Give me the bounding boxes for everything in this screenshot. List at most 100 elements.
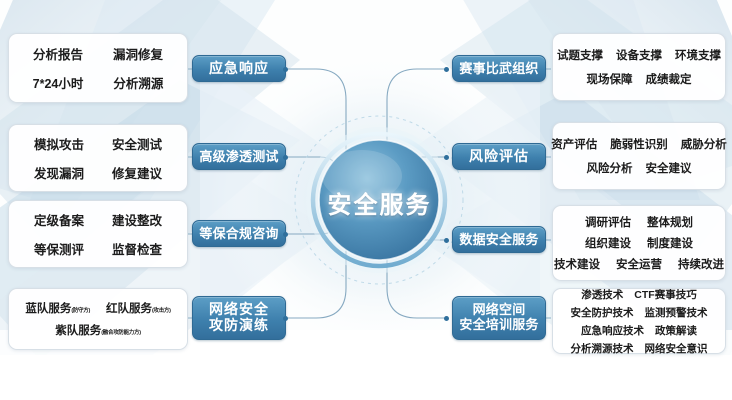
detail-item: 监测预警技术 xyxy=(644,306,708,319)
detail-row: 蓝队服务(防守方) 红队服务(攻击方) xyxy=(25,300,171,316)
connector-dot-left-4 xyxy=(283,315,288,321)
detail-row: 应急响应技术 政策解读 xyxy=(581,323,697,338)
detail-item: 7*24小时 xyxy=(32,77,84,91)
branch-label-emergency-response[interactable]: 应急响应 xyxy=(192,55,286,82)
detail-row: 技术建设 安全运营 持续改进 xyxy=(554,256,724,272)
detail-item: 成绩裁定 xyxy=(645,74,692,86)
detail-item: CTF赛事技巧 xyxy=(634,288,697,301)
detail-item: 红队服务(攻击方) xyxy=(106,303,171,315)
connector-dot-left-2 xyxy=(283,154,288,160)
connector-dot-right-1 xyxy=(444,66,449,72)
detail-row: 试题支撑 设备支撑 环境支撑 xyxy=(557,47,721,63)
detail-item: 紫队服务(融合攻防能力方) xyxy=(55,325,141,337)
branch-label-risk-assessment[interactable]: 风险评估 xyxy=(452,143,546,170)
detail-item: 安全建议 xyxy=(645,163,692,175)
detail-row: 安全防护技术 监测预警技术 xyxy=(571,305,708,320)
detail-item: 环境支撑 xyxy=(675,50,721,62)
curve-right-1 xyxy=(386,68,447,152)
detail-item: 试题支撑 xyxy=(557,50,603,62)
detail-item: 政策解读 xyxy=(655,324,697,337)
detail-item: 技术建设 xyxy=(554,259,600,271)
branch-label-mlps-compliance-consulting[interactable]: 等保合规咨询 xyxy=(192,220,286,247)
detail-item: 修复建议 xyxy=(112,167,163,181)
detail-item: 分析报告 xyxy=(32,48,83,62)
branch-label-text-line2: 攻防演练 xyxy=(209,317,269,333)
branch-label-text-line1: 网络安全 xyxy=(209,301,269,318)
detail-box-attack-defense-drill: 蓝队服务(防守方) 红队服务(攻击方) 紫队服务(融合攻防能力方) xyxy=(8,288,188,350)
detail-item: 网络安全意识 xyxy=(644,342,708,355)
detail-item: 分析溯源技术 xyxy=(570,342,634,355)
branch-label-text: 等保合规咨询 xyxy=(199,225,279,241)
detail-row: 定级备案 建设整改 xyxy=(34,210,162,229)
detail-item: 蓝队服务(防守方) xyxy=(25,303,90,315)
branch-label-advanced-penetration-testing[interactable]: 高级渗透测试 xyxy=(192,143,286,170)
detail-item: 安全测试 xyxy=(112,138,163,152)
detail-item: 组织建设 xyxy=(585,238,631,250)
detail-item: 模拟攻击 xyxy=(33,138,84,152)
detail-item-note: (融合攻防能力方) xyxy=(101,330,141,336)
detail-item-note: (攻击方) xyxy=(152,308,171,314)
connector-dot-right-3 xyxy=(444,237,449,243)
detail-box-emergency-response: 分析报告 漏洞修复 7*24小时 分析溯源 xyxy=(8,33,188,103)
detail-item: 威胁分析 xyxy=(680,139,727,151)
detail-item: 渗透技术 xyxy=(581,288,624,301)
detail-item: 建设整改 xyxy=(112,214,163,228)
detail-row: 模拟攻击 安全测试 xyxy=(34,134,162,153)
branch-label-text: 赛事比武组织 xyxy=(459,60,539,76)
detail-row: 紫队服务(融合攻防能力方) xyxy=(55,322,141,338)
detail-box-competition-organization: 试题支撑 设备支撑 环境支撑 现场保障 成绩裁定 xyxy=(552,33,726,101)
detail-row: 发现漏洞 修复建议 xyxy=(34,163,162,182)
detail-row: 渗透技术 CTF赛事技巧 xyxy=(581,287,696,302)
detail-row: 7*24小时 分析溯源 xyxy=(33,73,164,92)
detail-item: 等保测评 xyxy=(33,243,84,257)
detail-item: 设备支撑 xyxy=(616,50,662,62)
branch-label-text: 风险评估 xyxy=(469,148,529,165)
curve-left-4 xyxy=(286,245,347,319)
detail-row: 现场保障 成绩裁定 xyxy=(587,71,692,87)
connector-dot-right-4 xyxy=(444,315,449,321)
detail-row: 资产评估 脆弱性识别 威胁分析 xyxy=(551,136,727,152)
detail-item: 持续改进 xyxy=(678,259,724,271)
detail-row: 调研评估 整体规划 xyxy=(585,214,693,230)
detail-row: 分析报告 漏洞修复 xyxy=(33,44,163,63)
detail-row: 分析溯源技术 网络安全意识 xyxy=(571,341,708,356)
branch-label-cyberspace-security-training[interactable]: 网络空间 安全培训服务 xyxy=(452,296,546,340)
detail-box-risk-assessment: 资产评估 脆弱性识别 威胁分析 风险分析 安全建议 xyxy=(551,122,727,190)
detail-item-note: (防守方) xyxy=(71,308,90,314)
detail-item: 脆弱性识别 xyxy=(610,139,668,151)
connector-dot-left-3 xyxy=(283,231,288,237)
branch-label-competition-organization[interactable]: 赛事比武组织 xyxy=(452,55,546,82)
detail-item: 安全运营 xyxy=(616,259,662,271)
detail-item: 制度建设 xyxy=(647,238,693,250)
detail-row: 组织建设 制度建设 xyxy=(585,235,693,251)
detail-item: 分析溯源 xyxy=(113,77,164,91)
detail-item: 现场保障 xyxy=(586,74,633,86)
detail-box-mlps-compliance-consulting: 定级备案 建设整改 等保测评 监督检查 xyxy=(8,200,188,268)
detail-item: 漏洞修复 xyxy=(113,48,164,62)
detail-row: 等保测评 监督检查 xyxy=(34,239,162,258)
detail-item: 风险分析 xyxy=(586,163,633,175)
connector-dot-right-2 xyxy=(444,154,449,160)
detail-item: 应急响应技术 xyxy=(581,324,644,337)
curve-left-1 xyxy=(286,68,347,152)
branch-label-text-line2: 安全培训服务 xyxy=(459,317,539,332)
branch-label-text: 高级渗透测试 xyxy=(199,148,279,164)
connector-dot-left-1 xyxy=(283,66,288,72)
detail-row: 风险分析 安全建议 xyxy=(587,160,692,176)
detail-item: 整体规划 xyxy=(647,217,693,229)
branch-label-text: 数据安全服务 xyxy=(459,231,539,247)
branch-label-data-security-service[interactable]: 数据安全服务 xyxy=(452,226,546,253)
branch-label-text-line1: 网络空间 xyxy=(472,302,526,318)
detail-item: 监督检查 xyxy=(112,243,163,257)
detail-box-data-security-service: 调研评估 整体规划 组织建设 制度建设 技术建设 安全运营 持续改进 xyxy=(552,205,726,281)
detail-item: 发现漏洞 xyxy=(33,167,84,181)
branch-label-attack-defense-drill[interactable]: 网络安全 攻防演练 xyxy=(192,296,286,340)
detail-item: 安全防护技术 xyxy=(570,306,634,319)
detail-box-advanced-penetration-testing: 模拟攻击 安全测试 发现漏洞 修复建议 xyxy=(8,124,188,192)
branch-label-text: 应急响应 xyxy=(209,60,269,77)
curve-right-4 xyxy=(386,245,447,319)
center-node-label: 安全服务 xyxy=(327,192,432,219)
detail-item: 调研评估 xyxy=(585,217,631,229)
detail-item: 资产评估 xyxy=(551,139,598,151)
